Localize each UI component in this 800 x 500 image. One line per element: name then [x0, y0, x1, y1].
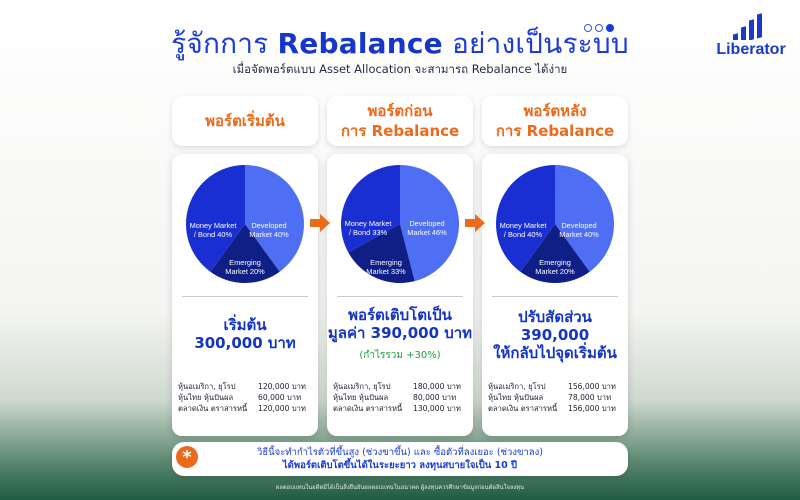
title-bold: Rebalance — [277, 27, 443, 60]
holding-row: ตลาดเงิน ตราสารหนี้ 130,000 บาท — [333, 403, 467, 414]
holding-label: หุ้นไทย หุ้นปันผล — [333, 393, 389, 402]
holding-row: ตลาดเงิน ตราสารหนี้ 156,000 บาท — [488, 403, 622, 414]
holding-row: หุ้นอเมริกา, ยุโรป 156,000 บาท — [488, 381, 622, 392]
pie-label-money-market: Money Market/ Bond 40% — [190, 221, 237, 239]
headline-line: พอร์ตเติบโตเป็น — [348, 306, 452, 324]
column-header-line: พอร์ตก่อน — [367, 102, 433, 120]
dot-filled-icon — [606, 24, 614, 32]
column-header-before: พอร์ตก่อนการ Rebalance — [327, 96, 473, 146]
holding-label: หุ้นอเมริกา, ยุโรป — [178, 382, 236, 391]
pie-slice-emerging — [520, 224, 590, 283]
pie-label-money-market: Money Market/ Bond 40% — [500, 221, 547, 239]
brand-name: Liberator — [716, 41, 786, 58]
pie-slice-developed — [245, 165, 304, 272]
pie-slice-money-market — [186, 165, 245, 272]
title-suffix: อย่างเป็นระบบ — [442, 27, 629, 60]
holding-amount: 130,000 บาท — [413, 404, 461, 413]
pie-slice-developed — [555, 165, 614, 272]
holding-label: ตลาดเงิน ตราสารหนี้ — [488, 404, 558, 413]
headline-line: 300,000 บาท — [194, 334, 296, 352]
holding-row: หุ้นไทย หุ้นปันผล 78,000 บาท — [488, 392, 622, 403]
headline-line: ให้กลับไปจุดเริ่มต้น — [493, 344, 617, 362]
holding-amount: 78,000 บาท — [568, 393, 612, 402]
note-line-2: ได้พอร์ตเติบโตขึ้นได้ในระยะยาว ลงทุนสบาย… — [282, 460, 518, 471]
holding-row: หุ้นไทย หุ้นปันผล 80,000 บาท — [333, 392, 467, 403]
gain-label: (กำไรรวม +30%) — [359, 350, 441, 361]
holding-amount: 156,000 บาท — [568, 404, 616, 413]
holding-amount: 180,000 บาท — [413, 382, 461, 391]
holding-label: หุ้นไทย หุ้นปันผล — [178, 393, 234, 402]
dot-icon — [595, 24, 603, 32]
holding-amount: 80,000 บาท — [413, 393, 457, 402]
arrow-right-icon — [465, 214, 485, 232]
holdings-list: หุ้นอเมริกา, ยุโรป 180,000 บาท หุ้นไทย หุ… — [333, 381, 467, 414]
divider — [337, 296, 463, 297]
holding-label: หุ้นไทย หุ้นปันผล — [488, 393, 544, 402]
holdings-list: หุ้นอเมริกา, ยุโรป 156,000 บาท หุ้นไทย หุ… — [488, 381, 622, 414]
holding-amount: 156,000 บาท — [568, 382, 616, 391]
headline-line: เริ่มต้น — [223, 316, 267, 334]
column-header-initial: พอร์ตเริ่มต้น — [172, 96, 318, 146]
page-subtitle: เมื่อจัดพอร์ตแบบ Asset Allocation จะสามา… — [232, 62, 568, 76]
page-title: รู้จักการ Rebalance อย่างเป็นระบบ — [0, 22, 800, 66]
portfolio-headline: ปรับสัดส่วน 390,000 ให้กลับไปจุดเริ่มต้น — [482, 308, 628, 362]
asterisk-icon: * — [176, 446, 198, 468]
brand-logo: Liberator — [712, 12, 790, 59]
headline-line: มูลค่า 390,000 บาท — [327, 324, 473, 342]
holding-amount: 120,000 บาท — [258, 382, 306, 391]
holding-label: หุ้นอเมริกา, ยุโรป — [333, 382, 391, 391]
pie-slice-emerging — [210, 224, 280, 283]
note-line-1: วิธีนี้จะทำกำไรตัวที่ขึ้นสูง (ช่วงขาขึ้น… — [257, 447, 543, 458]
portfolio-headline: พอร์ตเติบโตเป็น มูลค่า 390,000 บาท — [327, 306, 473, 342]
dot-icon — [584, 24, 592, 32]
arrow-right-icon — [310, 214, 330, 232]
holding-amount: 60,000 บาท — [258, 393, 302, 402]
column-header-line: พอร์ตเริ่มต้น — [205, 112, 285, 130]
holding-label: ตลาดเงิน ตราสารหนี้ — [333, 404, 403, 413]
disclaimer: ผลตอบแทนในอดีตมิได้เป็นสิ่งยืนยันผลตอบแท… — [275, 485, 525, 491]
title-prefix: รู้จักการ — [171, 27, 278, 60]
headline-line: ปรับสัดส่วน — [518, 308, 592, 326]
column-header-line: การ Rebalance — [340, 122, 460, 140]
holding-label: หุ้นอเมริกา, ยุโรป — [488, 382, 546, 391]
decorative-dots — [584, 17, 617, 36]
holdings-list: หุ้นอเมริกา, ยุโรป 120,000 บาท หุ้นไทย หุ… — [178, 381, 312, 414]
pie-slice-emerging — [348, 224, 415, 284]
portfolio-headline: เริ่มต้น 300,000 บาท — [172, 316, 318, 352]
summary-note: วิธีนี้จะทำกำไรตัวที่ขึ้นสูง (ช่วงขาขึ้น… — [172, 442, 628, 476]
divider — [492, 296, 618, 297]
holding-row: ตลาดเงิน ตราสารหนี้ 120,000 บาท — [178, 403, 312, 414]
divider — [182, 296, 308, 297]
column-header-after: พอร์ตหลังการ Rebalance — [482, 96, 628, 146]
headline-line: 390,000 — [520, 326, 590, 344]
pie-label-money-market: Money Market/ Bond 33% — [345, 219, 392, 237]
column-header-line: การ Rebalance — [495, 122, 615, 140]
holding-row: หุ้นอเมริกา, ยุโรป 120,000 บาท — [178, 381, 312, 392]
column-header-line: พอร์ตหลัง — [523, 102, 587, 120]
holding-row: หุ้นอเมริกา, ยุโรป 180,000 บาท — [333, 381, 467, 392]
holding-amount: 120,000 บาท — [258, 404, 306, 413]
holding-label: ตลาดเงิน ตราสารหนี้ — [178, 404, 248, 413]
bar-chart-logo-icon — [733, 13, 762, 40]
pie-slice-money-market — [341, 165, 400, 253]
pie-slice-money-market — [496, 165, 555, 272]
holding-row: หุ้นไทย หุ้นปันผล 60,000 บาท — [178, 392, 312, 403]
pie-slice-developed — [400, 165, 460, 282]
